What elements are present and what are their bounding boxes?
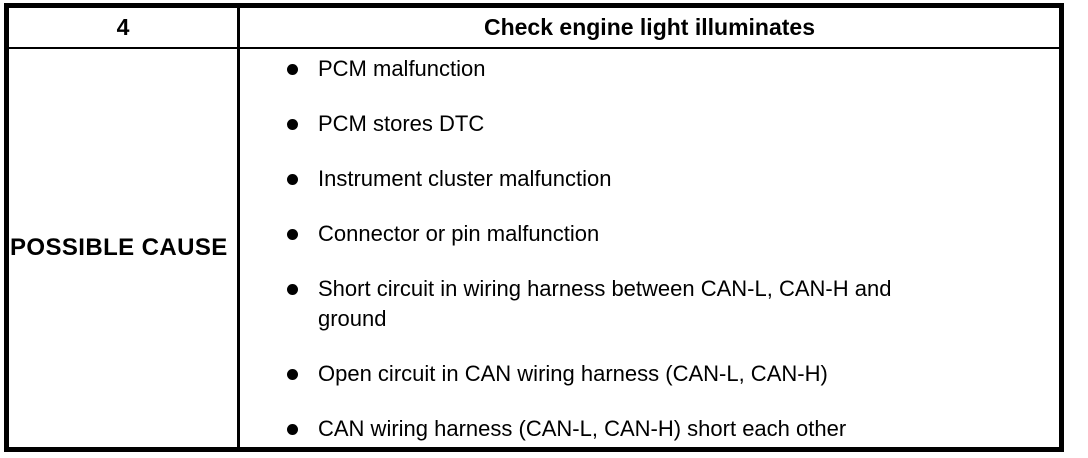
cause-text: PCM stores DTC [318, 111, 485, 136]
cause-item: Open circuit in CAN wiring harness (CAN-… [287, 359, 1047, 389]
fault-number: 4 [116, 14, 130, 40]
cause-item: CAN wiring harness (CAN-L, CAN-H) short … [287, 414, 1047, 444]
fault-title-cell: Check engine light illuminates [240, 8, 1059, 49]
cause-item: Connector or pin malfunction [287, 219, 1047, 249]
cause-item: Short circuit in wiring harness between … [287, 274, 1047, 334]
cause-text: CAN wiring harness (CAN-L, CAN-H) short … [318, 416, 847, 441]
fault-title: Check engine light illuminates [483, 14, 815, 40]
cause-text: Instrument cluster malfunction [318, 166, 612, 191]
bullet-icon [287, 424, 298, 435]
possible-cause-label: POSSIBLE CAUSE [10, 234, 228, 261]
bullet-icon [287, 284, 298, 295]
cause-text: Connector or pin malfunction [318, 221, 600, 246]
cause-text: Open circuit in CAN wiring harness (CAN-… [318, 361, 828, 386]
bullet-icon [287, 229, 298, 240]
causes-list: PCM malfunction PCM stores DTC Instrumen… [240, 49, 1059, 444]
cause-item: PCM malfunction [287, 54, 1047, 84]
possible-cause-label-cell: POSSIBLE CAUSE [9, 49, 240, 447]
bullet-icon [287, 369, 298, 380]
bullet-icon [287, 119, 298, 130]
diagnostic-fault-table: 4 Check engine light illuminates POSSIBL… [4, 3, 1064, 452]
causes-cell: PCM malfunction PCM stores DTC Instrumen… [240, 49, 1059, 447]
cause-item: PCM stores DTC [287, 109, 1047, 139]
cause-text: Short circuit in wiring harness between … [318, 276, 892, 331]
bullet-icon [287, 174, 298, 185]
fault-number-cell: 4 [9, 8, 240, 49]
cause-item: Instrument cluster malfunction [287, 164, 1047, 194]
cause-text: PCM malfunction [318, 56, 486, 81]
bullet-icon [287, 64, 298, 75]
